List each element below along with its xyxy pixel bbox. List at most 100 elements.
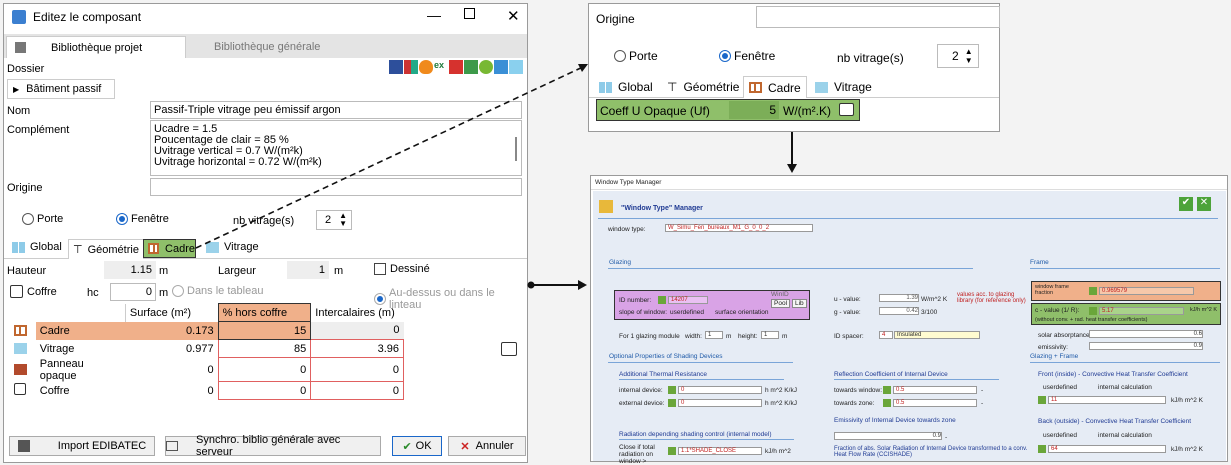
annuler-button[interactable]: ✕ Annuler <box>448 436 526 456</box>
ruler-icon: ⊤ <box>667 80 678 94</box>
window-type-select[interactable]: W_Simu_Fen_bureaux_M1_G_0_0_2 <box>665 224 813 232</box>
wtm-titlebar: Window Type Manager <box>591 176 1227 190</box>
zoom-tab-geometrie[interactable]: ⊤ Géométrie <box>667 80 740 94</box>
coffre-row: Coffre <box>10 285 57 298</box>
largeur-unit: m <box>334 265 344 277</box>
dossier-label: Dossier <box>7 63 45 75</box>
window-icon <box>12 241 25 253</box>
zoom-tab-cadre[interactable]: Cadre <box>743 76 807 98</box>
toolbar-icons: ex <box>389 60 524 75</box>
coffre-icon <box>14 383 26 395</box>
zoom-nb-vitrage-spinner[interactable]: 2 ▲▼ <box>937 44 979 68</box>
folder-selector[interactable]: ▶ Bâtiment passif <box>7 79 115 99</box>
hauteur-unit: m <box>159 265 169 277</box>
component-subtabs: Global ⊤ Géométrie Cadre Vitrage <box>4 239 527 259</box>
wtm-header: "Window Type" Manager <box>621 205 703 212</box>
window-icon <box>599 81 612 93</box>
app-icon <box>12 10 26 24</box>
coeff-input[interactable]: 5 <box>729 101 779 119</box>
table-row[interactable]: Coffre 0 0 0 <box>10 381 404 400</box>
origine-input[interactable] <box>150 178 522 196</box>
spinner-icon[interactable]: ▲▼ <box>964 47 973 65</box>
glazing-icon <box>14 343 27 355</box>
zoom-tabs: Global ⊤ Géométrie Cadre Vitrage <box>589 76 999 98</box>
home-blue-icon[interactable] <box>494 60 508 74</box>
zoom-tab-global[interactable]: Global <box>599 80 653 94</box>
radio-fenetre[interactable]: Fenêtre <box>116 213 169 225</box>
zoom-radio-fenetre[interactable]: Fenêtre <box>719 49 775 63</box>
chevron-right-icon: ▶ <box>13 84 20 94</box>
home-red-icon[interactable] <box>449 60 463 74</box>
dessine-checkbox[interactable]: Dessiné <box>374 263 430 275</box>
nb-vitrage-spinner[interactable]: 2 ▲▼ <box>316 210 352 230</box>
zoom-nb-vitrage-label: nb vitrage(s) <box>837 51 904 65</box>
nom-label: Nom <box>7 105 31 117</box>
grid-icon[interactable] <box>404 60 418 74</box>
complement-textarea[interactable]: Ucadre = 1.5 Poucentage de clair = 85 % … <box>150 120 522 176</box>
hauteur-input[interactable] <box>104 261 156 279</box>
largeur-label: Largeur <box>218 265 256 277</box>
edit-component-dialog: Editez le composant — ✕ Bibliothèque pro… <box>3 3 528 463</box>
frame-icon <box>14 325 27 337</box>
frame-icon <box>749 82 762 93</box>
c-value-box: c - value (1/ R): 5.17 kJ/h m^2 K (witho… <box>1031 303 1221 325</box>
zoom-origine-label: Origine <box>596 12 635 26</box>
dessine-check[interactable] <box>374 263 386 275</box>
scrollbar[interactable] <box>515 137 517 161</box>
check-icon: ✔ <box>402 440 412 453</box>
comment-icon[interactable] <box>501 342 517 356</box>
settings-icon[interactable] <box>389 60 403 74</box>
tab-cadre[interactable]: Cadre <box>143 239 196 258</box>
tab-bibliotheque-projet[interactable]: Bibliothèque projet <box>6 36 186 58</box>
glazing-id-box: ID number: 14207 slope of window: userde… <box>614 290 810 320</box>
sync-icon <box>166 441 178 451</box>
flame-icon[interactable] <box>419 60 433 74</box>
porte-radio[interactable] <box>22 213 34 225</box>
hc-label: hc <box>87 287 99 299</box>
hc-unit: m <box>159 287 169 299</box>
coffre-icon <box>10 285 23 298</box>
home-green-icon[interactable] <box>464 60 478 74</box>
id-number-input[interactable]: 14207 <box>668 296 708 304</box>
tab-vitrage[interactable]: Vitrage <box>206 241 259 253</box>
zoom-origine-input[interactable] <box>756 6 1000 28</box>
comment-icon[interactable] <box>839 103 854 116</box>
close-wtm-button[interactable]: ✕ <box>1197 197 1211 211</box>
table-row[interactable]: Cadre 0.173 15 0 <box>10 321 404 340</box>
origine-label: Origine <box>7 182 43 194</box>
library-icon <box>15 42 26 53</box>
zoom-panel: Origine Porte Fenêtre nb vitrage(s) 2 ▲▼… <box>588 3 1000 132</box>
close-button[interactable]: ✕ <box>507 8 520 25</box>
largeur-input[interactable] <box>287 261 329 279</box>
excel-icon[interactable]: ex <box>434 60 445 70</box>
accept-button[interactable]: ✔ <box>1179 197 1193 211</box>
tab-global[interactable]: Global <box>12 241 62 253</box>
ruler-icon: ⊤ <box>73 244 83 256</box>
nom-input[interactable] <box>150 101 522 119</box>
maximize-button[interactable] <box>464 8 475 19</box>
title-bar: Editez le composant — ✕ <box>4 4 527 30</box>
minimize-button[interactable]: — <box>427 7 441 23</box>
window-frame-box: window frame fraction 0.969579 <box>1031 281 1221 301</box>
zoom-radio-porte[interactable]: Porte <box>614 49 658 63</box>
window-type-manager: Window Type Manager "Window Type" Manage… <box>590 175 1228 465</box>
hc-input[interactable] <box>110 283 156 301</box>
leaf-icon[interactable] <box>479 60 493 74</box>
surface-table: Surface (m²) % hors coffre Intercalaires… <box>10 303 410 400</box>
dialog-title: Editez le composant <box>33 10 142 24</box>
ok-button[interactable]: ✔ OK <box>392 436 442 456</box>
radio-dans-tableau[interactable]: Dans le tableau <box>172 285 263 297</box>
radio-porte[interactable]: Porte <box>22 213 63 225</box>
import-edibatec-button[interactable]: Import EDIBATEC <box>9 436 155 456</box>
frame-icon <box>148 243 160 254</box>
fenetre-radio[interactable] <box>116 213 128 225</box>
tab-bibliotheque-generale[interactable]: Bibliothèque générale <box>214 41 321 53</box>
zoom-tab-vitrage[interactable]: Vitrage <box>815 80 872 94</box>
glazing-icon <box>206 241 219 253</box>
synchro-button[interactable]: Synchro. biblio générale avec serveur <box>165 434 381 458</box>
header-pct: % hors coffre <box>217 303 312 322</box>
glazing-icon <box>815 81 828 93</box>
spinner-icon[interactable]: ▲▼ <box>339 211 348 228</box>
home-light-icon[interactable] <box>509 60 523 74</box>
tab-geometrie[interactable]: ⊤ Géométrie <box>68 239 144 259</box>
